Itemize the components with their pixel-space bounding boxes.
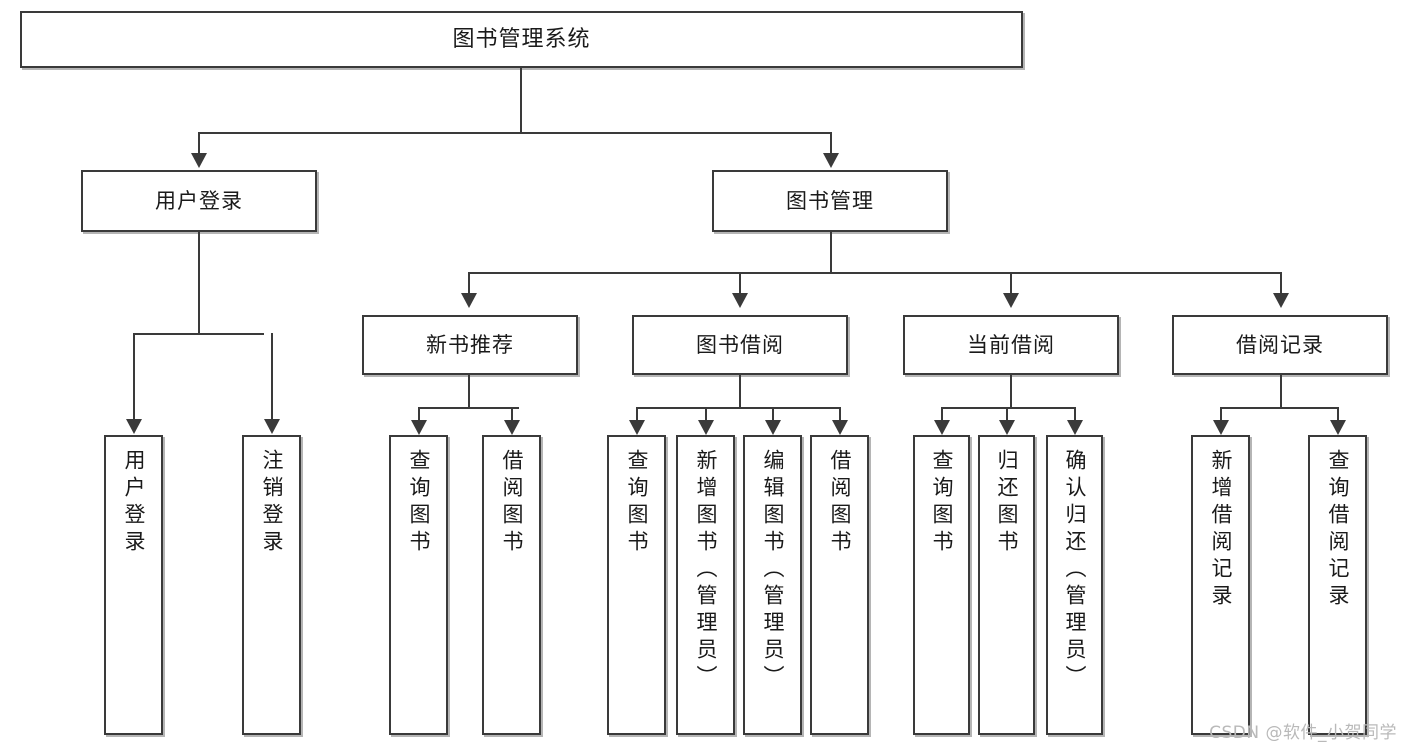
connector-borrow-record-stem bbox=[1280, 375, 1283, 409]
node-label: 图书借阅 bbox=[696, 332, 784, 357]
node-book-borrow[interactable]: 图书借阅 bbox=[632, 315, 848, 375]
arrowhead-book-borrow bbox=[732, 293, 748, 308]
connector-drop-nb-borrow bbox=[511, 407, 514, 423]
connector-book-borrow-stem bbox=[739, 375, 742, 409]
arrowhead-bb-add bbox=[698, 420, 714, 435]
node-borrow-record[interactable]: 借阅记录 bbox=[1172, 315, 1388, 375]
leaf-nb-borrow-book[interactable]: 借阅图书 bbox=[482, 435, 541, 735]
connector-new-book-stem bbox=[468, 375, 471, 409]
leaf-cb-query-book[interactable]: 查询图书 bbox=[913, 435, 970, 735]
arrowhead-leaf-logout bbox=[264, 419, 280, 434]
leaf-cb-return-book[interactable]: 归还图书 bbox=[978, 435, 1035, 735]
arrowhead-cb-confirm bbox=[1067, 420, 1083, 435]
node-label: 查询图书 bbox=[930, 449, 954, 557]
node-label: 查询借阅记录 bbox=[1326, 449, 1350, 611]
connector-drop-cb-query bbox=[941, 407, 944, 423]
connector-new-book-bus bbox=[418, 407, 519, 410]
leaf-cb-confirm-return[interactable]: 确认归还（管理员） bbox=[1046, 435, 1103, 735]
node-label: 归还图书 bbox=[995, 449, 1019, 557]
node-new-book-recommend[interactable]: 新书推荐 bbox=[362, 315, 578, 375]
connector-drop-br-query bbox=[1337, 407, 1340, 423]
connector-drop-book-manage bbox=[830, 132, 833, 156]
arrowhead-new-book bbox=[461, 293, 477, 308]
connector-drop-leaf-user-login bbox=[133, 333, 136, 421]
connector-current-borrow-stem bbox=[1010, 375, 1013, 409]
arrowhead-bb-query bbox=[629, 420, 645, 435]
node-user-login[interactable]: 用户登录 bbox=[81, 170, 317, 232]
connector-drop-cb-return bbox=[1006, 407, 1009, 423]
node-label: 新增图书（管理员） bbox=[694, 449, 718, 692]
arrowhead-user-login bbox=[191, 153, 207, 168]
arrowhead-bb-borrow bbox=[832, 420, 848, 435]
node-current-borrow[interactable]: 当前借阅 bbox=[903, 315, 1119, 375]
arrowhead-nb-query bbox=[411, 420, 427, 435]
connector-book-borrow-bus bbox=[636, 407, 841, 410]
connector-borrow-record-bus bbox=[1220, 407, 1339, 410]
connector-level3-bus bbox=[468, 272, 1282, 275]
node-label: 当前借阅 bbox=[967, 332, 1055, 357]
connector-drop-br-add bbox=[1220, 407, 1223, 423]
connector-drop-bb-add bbox=[705, 407, 708, 423]
node-label: 用户登录 bbox=[122, 449, 146, 557]
node-label: 新增借阅记录 bbox=[1209, 449, 1233, 611]
node-label: 确认归还（管理员） bbox=[1063, 449, 1087, 692]
connector-root-stem bbox=[520, 68, 523, 134]
arrowhead-br-query bbox=[1330, 420, 1346, 435]
node-label: 注销登录 bbox=[260, 449, 284, 557]
arrowhead-nb-borrow bbox=[504, 420, 520, 435]
node-label: 新书推荐 bbox=[426, 332, 514, 357]
node-label: 借阅图书 bbox=[500, 449, 524, 557]
node-root-system[interactable]: 图书管理系统 bbox=[20, 11, 1023, 68]
connector-drop-user-login bbox=[198, 132, 201, 156]
leaf-bb-query-book[interactable]: 查询图书 bbox=[607, 435, 666, 735]
node-label: 编辑图书（管理员） bbox=[761, 449, 785, 692]
leaf-user-login[interactable]: 用户登录 bbox=[104, 435, 163, 735]
connector-drop-leaf-logout bbox=[271, 333, 274, 421]
connector-drop-cb-confirm bbox=[1074, 407, 1077, 423]
arrowhead-current-borrow bbox=[1003, 293, 1019, 308]
leaf-bb-edit-book[interactable]: 编辑图书（管理员） bbox=[743, 435, 802, 735]
arrowhead-borrow-record bbox=[1273, 293, 1289, 308]
connector-drop-new-book bbox=[468, 272, 471, 296]
leaf-br-query-record[interactable]: 查询借阅记录 bbox=[1308, 435, 1367, 735]
arrowhead-book-manage bbox=[823, 153, 839, 168]
arrowhead-leaf-user-login bbox=[126, 419, 142, 434]
arrowhead-cb-return bbox=[999, 420, 1015, 435]
leaf-bb-borrow-book[interactable]: 借阅图书 bbox=[810, 435, 869, 735]
node-label: 查询图书 bbox=[407, 449, 431, 557]
connector-drop-bb-query bbox=[636, 407, 639, 423]
node-label: 查询图书 bbox=[625, 449, 649, 557]
connector-user-login-stem bbox=[198, 232, 201, 335]
arrowhead-br-add bbox=[1213, 420, 1229, 435]
connector-drop-current-borrow bbox=[1010, 272, 1013, 296]
connector-level2-bus bbox=[198, 132, 832, 135]
connector-drop-bb-borrow bbox=[839, 407, 842, 423]
connector-user-login-bus bbox=[133, 333, 264, 336]
connector-drop-nb-query bbox=[418, 407, 421, 423]
connector-drop-book-borrow bbox=[739, 272, 742, 296]
arrowhead-bb-edit bbox=[765, 420, 781, 435]
leaf-br-add-record[interactable]: 新增借阅记录 bbox=[1191, 435, 1250, 735]
node-book-management[interactable]: 图书管理 bbox=[712, 170, 948, 232]
connector-drop-bb-edit bbox=[772, 407, 775, 423]
node-label: 图书管理 bbox=[786, 188, 874, 213]
leaf-logout[interactable]: 注销登录 bbox=[242, 435, 301, 735]
node-label: 借阅图书 bbox=[828, 449, 852, 557]
node-label: 借阅记录 bbox=[1236, 332, 1324, 357]
leaf-nb-query-book[interactable]: 查询图书 bbox=[389, 435, 448, 735]
connector-book-manage-stem bbox=[830, 232, 833, 274]
leaf-bb-add-book[interactable]: 新增图书（管理员） bbox=[676, 435, 735, 735]
node-label: 图书管理系统 bbox=[452, 26, 591, 52]
connector-drop-borrow-record bbox=[1280, 272, 1283, 296]
arrowhead-cb-query bbox=[934, 420, 950, 435]
node-label: 用户登录 bbox=[155, 188, 243, 213]
